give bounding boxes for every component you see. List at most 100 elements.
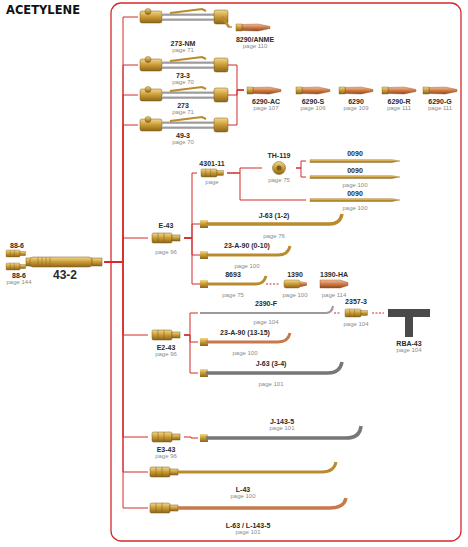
- block-stem: [405, 317, 413, 337]
- connector-group: [104, 17, 384, 508]
- connector-line: [184, 335, 198, 342]
- part-number: 6290: [348, 98, 364, 105]
- fitting-icon: [150, 467, 178, 477]
- handle-body: [30, 257, 92, 267]
- part-node: 0090: [306, 150, 404, 166]
- part-number: 2390-F: [255, 300, 277, 307]
- part-number: 6290-R: [388, 98, 411, 105]
- part-number: 6290-G: [428, 98, 451, 105]
- page-reference: page 104: [253, 319, 278, 326]
- part-number: 88-6: [10, 242, 24, 249]
- part-number: 0090: [347, 190, 363, 197]
- nozzle-icon: [320, 280, 348, 288]
- part-number: 8290/ANME: [236, 36, 274, 43]
- part-node: 73-3page 70: [138, 56, 228, 86]
- connector-line: [104, 17, 138, 262]
- page-reference: page 104: [396, 347, 421, 354]
- part-number: 2357-3: [345, 298, 367, 305]
- connector-line: [104, 125, 138, 262]
- part-node: 6290-Rpage 111: [380, 84, 418, 112]
- connector-line: [184, 173, 197, 238]
- part-node: 23-A-90 (13-15) page 100: [198, 329, 292, 357]
- bent-tube: [206, 426, 361, 438]
- torch-tube: [222, 17, 229, 27]
- part-node: 6290-Gpage 111: [422, 84, 458, 112]
- part-node: 273-NMpage 71: [138, 4, 228, 54]
- page-reference: page: [205, 179, 218, 186]
- part-number: 273: [177, 102, 189, 109]
- tip-icon: [339, 87, 373, 94]
- nut-icon: [273, 162, 286, 175]
- rod-icon: [200, 306, 333, 313]
- page-reference: page 109: [343, 105, 368, 112]
- part-number: 4301-11: [199, 160, 224, 167]
- part-node: E2-43page 96: [148, 326, 184, 358]
- part-node: 43-2: [26, 254, 104, 282]
- connector-line: [184, 238, 200, 284]
- connector-line: [184, 313, 198, 335]
- part-node: J-63 (1-2)page 76: [200, 212, 348, 240]
- block-icon: [388, 309, 430, 317]
- part-number: E3-43: [157, 446, 176, 453]
- page-reference: page 100: [230, 493, 255, 500]
- page-reference: page 144: [6, 279, 31, 286]
- nozzle-tip: [300, 281, 307, 287]
- connector-line: [184, 224, 200, 238]
- connector-line: [227, 173, 306, 200]
- page-reference: page 100: [232, 350, 257, 357]
- part-number: 43-2: [53, 269, 77, 282]
- connector-line: [228, 90, 244, 125]
- fitting-icon: [6, 250, 26, 257]
- connector-line: [184, 335, 198, 373]
- connector-line: [296, 168, 306, 177]
- tip-icon: [236, 24, 270, 31]
- part-number: E2-43: [157, 344, 176, 351]
- page-reference: page 101: [235, 529, 260, 536]
- connector-line: [104, 95, 138, 262]
- part-node: 88-6: [4, 242, 30, 260]
- fitting-icon: [150, 503, 178, 513]
- fitting-icon: [345, 309, 367, 317]
- page-reference: page 101: [258, 381, 283, 388]
- part-number: RBA-43: [396, 340, 421, 347]
- part-number: 49-3: [176, 132, 190, 139]
- part-node: TH-119page 75: [262, 152, 296, 184]
- part-node: 2390-F page 104: [198, 300, 334, 326]
- torch-icon: [140, 57, 228, 73]
- connector-line: [296, 161, 306, 168]
- page-reference: page 70: [172, 79, 194, 86]
- bent-tube: [178, 462, 336, 472]
- part-number: L-63 / L-143-5: [226, 522, 271, 529]
- page-reference: page 100: [234, 263, 259, 270]
- connector-line: [228, 90, 244, 95]
- part-number: 1390-HA: [320, 271, 348, 278]
- fitting-icon: [201, 169, 223, 177]
- part-number: 273-NM: [171, 40, 196, 47]
- page-reference: page 110: [243, 43, 268, 50]
- connector-line: [104, 262, 148, 437]
- part-node: 1390page 100: [280, 271, 310, 299]
- connector-line: [104, 262, 148, 335]
- part-node: 4301-11 page: [197, 160, 227, 186]
- connector-line: [184, 437, 198, 438]
- page-reference: page 100: [342, 182, 367, 189]
- connector-line: [372, 313, 384, 314]
- handle-knurl: [38, 257, 50, 267]
- rod-tip: [310, 176, 400, 179]
- page-reference: page 70: [172, 139, 194, 146]
- part-node: L-63 / L-143-5page 101: [148, 500, 348, 536]
- connector-line: [104, 65, 138, 262]
- part-node: 6290-Spage 106: [294, 84, 332, 112]
- page-reference: page 111: [428, 105, 452, 112]
- tip-icon: [423, 87, 457, 94]
- fitting-icon: [152, 330, 180, 340]
- part-number: 6290-S: [302, 98, 325, 105]
- page-reference: page 76: [263, 233, 285, 240]
- group-frame: [111, 3, 461, 541]
- part-node: 6290-ACpage 107: [244, 84, 288, 112]
- part-number: 23-A-90 (13-15): [220, 329, 270, 336]
- part-node: 8290/ANMEpage 110: [232, 22, 278, 50]
- part-number: L-43: [236, 486, 250, 493]
- tip-icon: [382, 87, 416, 94]
